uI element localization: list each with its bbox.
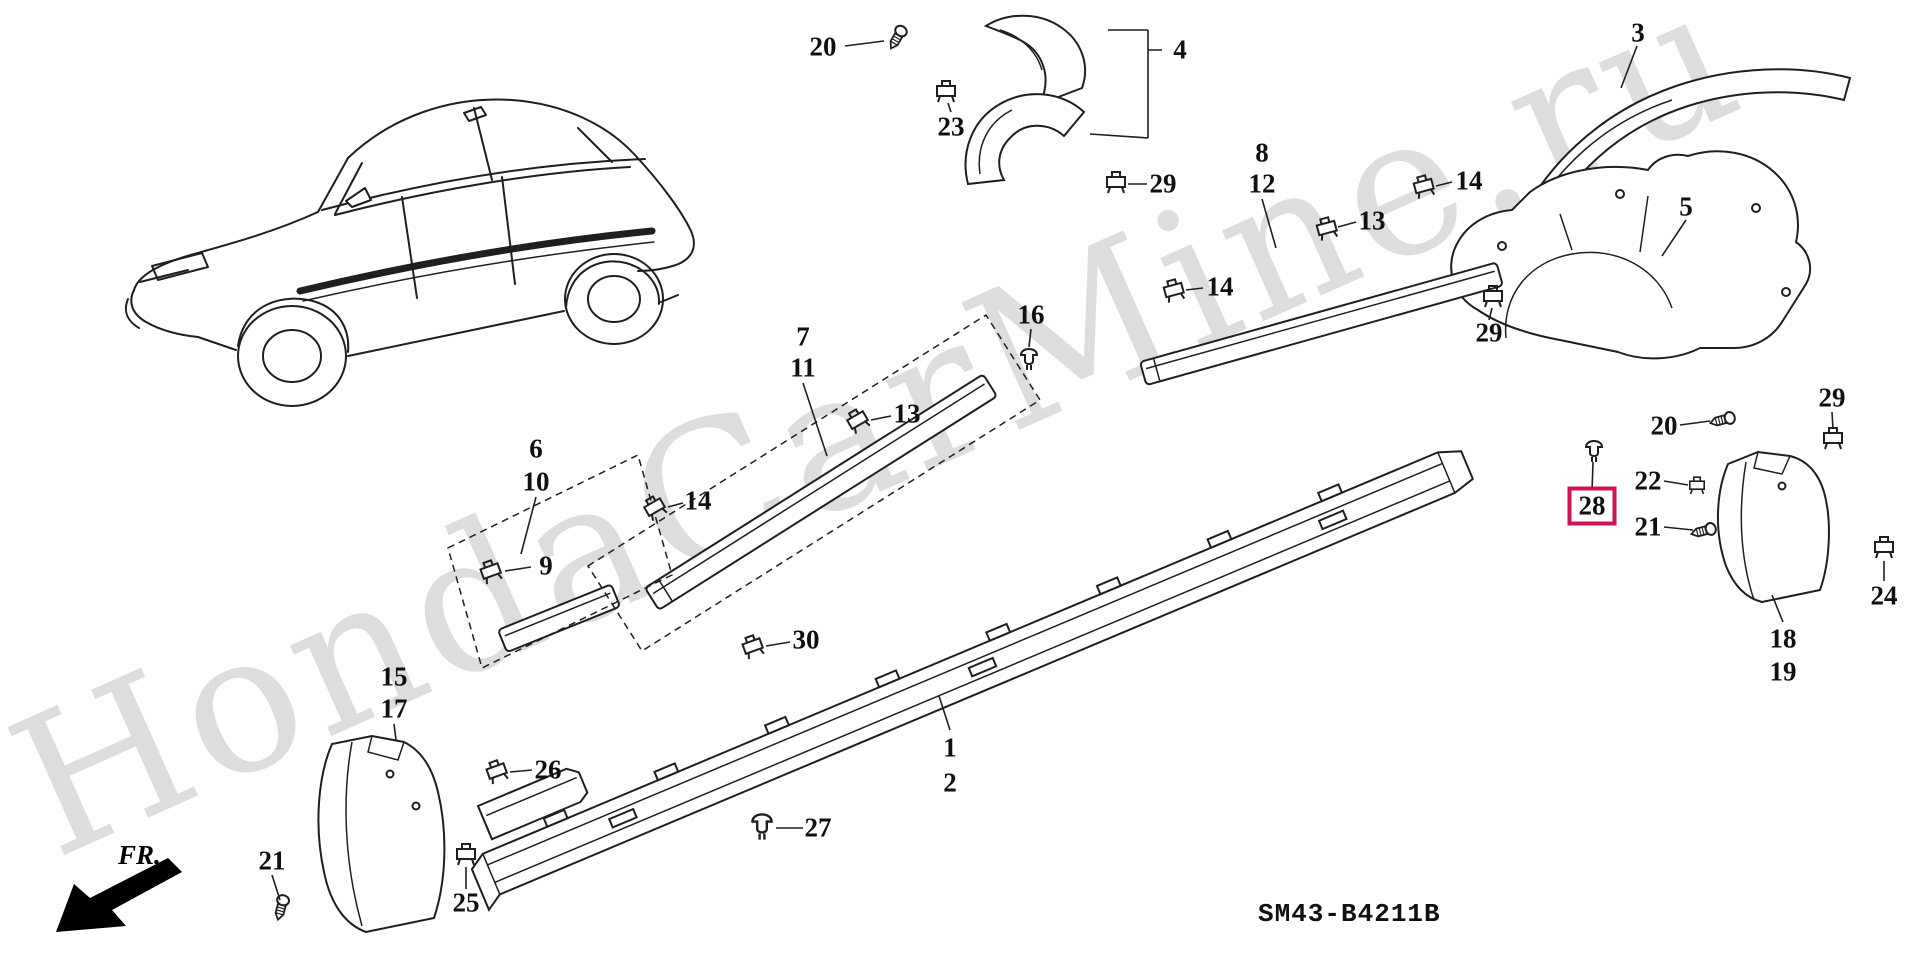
part-callout-26[interactable]: 26 bbox=[534, 754, 562, 785]
fr-arrow bbox=[56, 858, 182, 932]
part-callout-8[interactable]: 8 bbox=[1255, 137, 1269, 168]
part-callout-16[interactable]: 16 bbox=[1017, 299, 1045, 330]
part-callout-30[interactable]: 30 bbox=[792, 624, 820, 655]
part-callout-14[interactable]: 14 bbox=[1455, 165, 1483, 196]
sill-garnish bbox=[470, 450, 1475, 912]
part-callout-11[interactable]: 11 bbox=[790, 352, 816, 383]
part-callout-13[interactable]: 13 bbox=[1358, 205, 1386, 236]
part-callout-25[interactable]: 25 bbox=[452, 887, 480, 918]
part-callout-10[interactable]: 10 bbox=[522, 466, 550, 497]
mudguard-rear bbox=[1716, 450, 1830, 604]
part-callout-24[interactable]: 24 bbox=[1870, 580, 1898, 611]
part-callout-13[interactable]: 13 bbox=[893, 398, 921, 429]
part-callout-20[interactable]: 20 bbox=[809, 31, 837, 62]
part-callout-29[interactable]: 29 bbox=[1475, 317, 1503, 348]
pillar-garnish-upper bbox=[983, 14, 1087, 106]
part-callout-22[interactable]: 22 bbox=[1634, 465, 1662, 496]
part-callout-17[interactable]: 17 bbox=[380, 693, 408, 724]
region-box-6-10 bbox=[447, 453, 673, 670]
fr-label: FR. bbox=[118, 840, 161, 870]
car-sketch bbox=[124, 98, 695, 407]
part-callout-7[interactable]: 7 bbox=[796, 321, 810, 352]
sill-end-piece bbox=[476, 767, 589, 841]
splash-shield bbox=[1450, 150, 1812, 360]
part-callout-21[interactable]: 21 bbox=[258, 845, 286, 876]
part-callout-5[interactable]: 5 bbox=[1679, 191, 1693, 222]
mudguard-front bbox=[317, 734, 446, 934]
protector-strip-fender bbox=[498, 584, 620, 653]
protector-strip-rear bbox=[1139, 262, 1503, 386]
part-callout-3[interactable]: 3 bbox=[1631, 17, 1645, 48]
part-callout-4[interactable]: 4 bbox=[1173, 34, 1187, 65]
part-callout-12[interactable]: 12 bbox=[1248, 168, 1276, 199]
part-callout-23[interactable]: 23 bbox=[937, 111, 965, 142]
part-callout-6[interactable]: 6 bbox=[529, 433, 543, 464]
part-callout-20[interactable]: 20 bbox=[1650, 410, 1678, 441]
pillar-garnish-lower bbox=[964, 93, 1086, 186]
part-callout-21[interactable]: 21 bbox=[1634, 511, 1662, 542]
part-callout-19[interactable]: 19 bbox=[1769, 656, 1797, 687]
part-callout-9[interactable]: 9 bbox=[539, 550, 553, 581]
part-callout-29[interactable]: 29 bbox=[1149, 168, 1177, 199]
region-box-7-11 bbox=[586, 313, 1042, 653]
part-callout-1[interactable]: 1 bbox=[943, 732, 957, 763]
part-callout-2[interactable]: 2 bbox=[943, 767, 957, 798]
part-callout-27[interactable]: 27 bbox=[804, 812, 832, 843]
protector-strip-front-door bbox=[645, 374, 997, 610]
leader-lines bbox=[271, 29, 1885, 901]
part-callout-18[interactable]: 18 bbox=[1769, 623, 1797, 654]
part-code: SM43-B4211B bbox=[1258, 899, 1441, 929]
part-callout-15[interactable]: 15 bbox=[380, 661, 408, 692]
part-callout-14[interactable]: 14 bbox=[1206, 271, 1234, 302]
part-callout-14[interactable]: 14 bbox=[684, 485, 712, 516]
part-callout-29[interactable]: 29 bbox=[1818, 382, 1846, 413]
part-callout-28[interactable]: 28 bbox=[1567, 486, 1617, 526]
